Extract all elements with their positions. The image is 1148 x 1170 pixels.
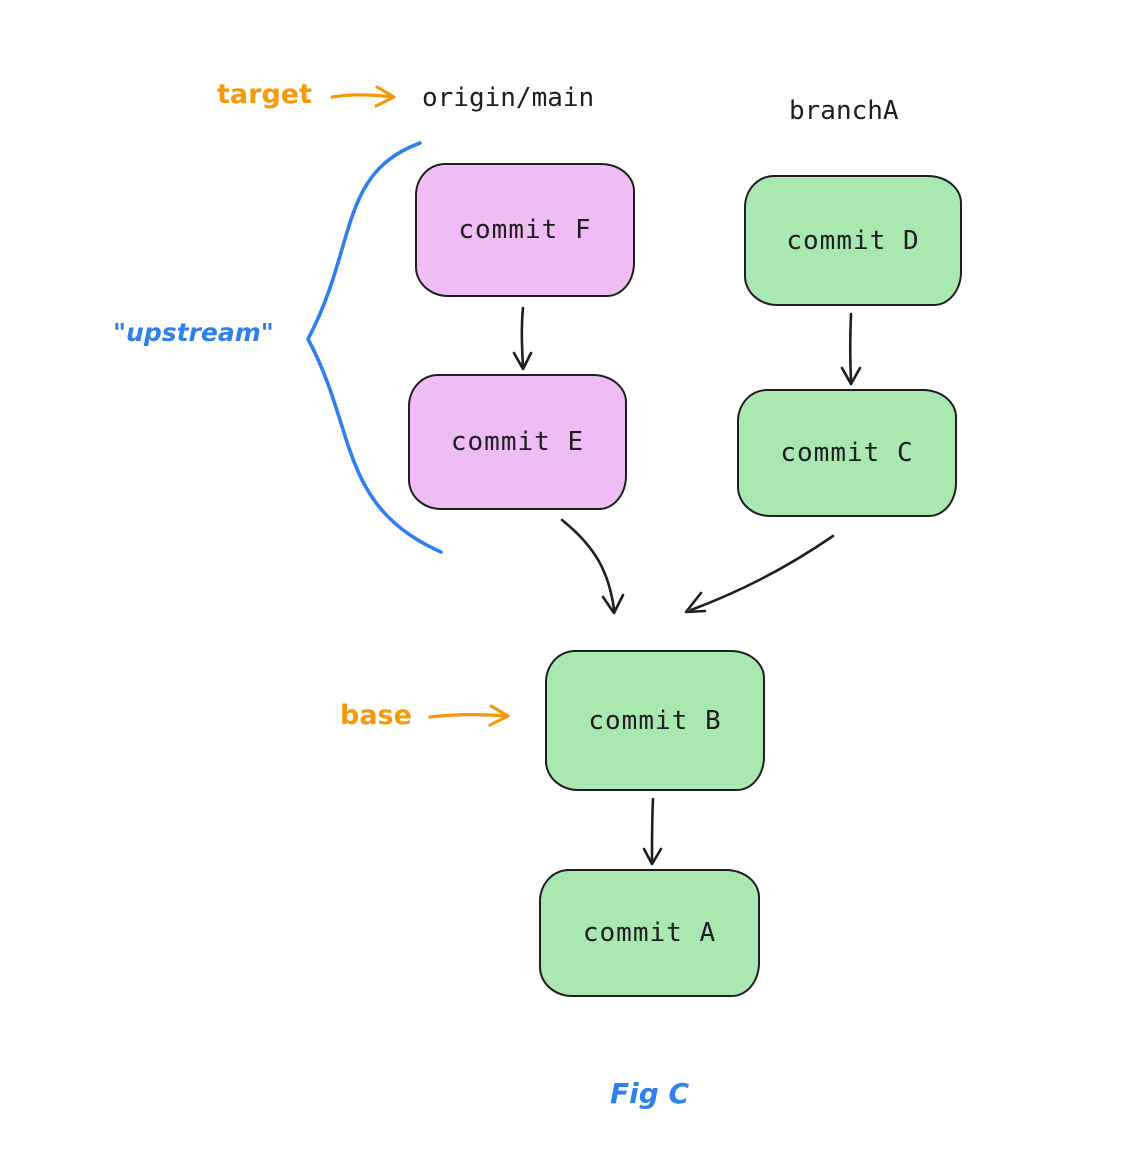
- commit-c-label: commit C: [780, 438, 914, 468]
- arrow-commit-f-to-commit-e: [512, 306, 533, 371]
- commit-e-label: commit E: [450, 427, 585, 457]
- branch-label-branch-a: branchA: [789, 96, 899, 126]
- commit-a-label: commit A: [582, 918, 717, 948]
- branch-label-origin-main: origin/main: [422, 83, 595, 113]
- base-arrow: [428, 704, 510, 727]
- upstream-label: "upstream": [113, 318, 274, 347]
- commit-a-node: commit A: [539, 869, 760, 997]
- commit-d-node: commit D: [744, 175, 962, 306]
- arrow-commit-d-to-commit-c: [840, 312, 862, 386]
- arrow-commit-e-to-commit-b: [560, 518, 625, 615]
- target-arrow: [330, 85, 396, 108]
- target-label: target: [217, 79, 312, 110]
- commit-c-node: commit C: [737, 389, 957, 517]
- arrow-commit-b-to-commit-a: [642, 797, 663, 866]
- figure-caption: Fig C: [610, 1077, 690, 1110]
- commit-b-node: commit B: [545, 650, 765, 791]
- arrow-commit-c-to-commit-b: [684, 534, 835, 614]
- commit-b-label: commit B: [588, 705, 722, 736]
- commit-f-label: commit F: [458, 215, 592, 245]
- commit-e-node: commit E: [408, 374, 627, 510]
- base-label: base: [340, 700, 412, 731]
- commit-f-node: commit F: [415, 163, 635, 297]
- commit-d-label: commit D: [786, 225, 920, 256]
